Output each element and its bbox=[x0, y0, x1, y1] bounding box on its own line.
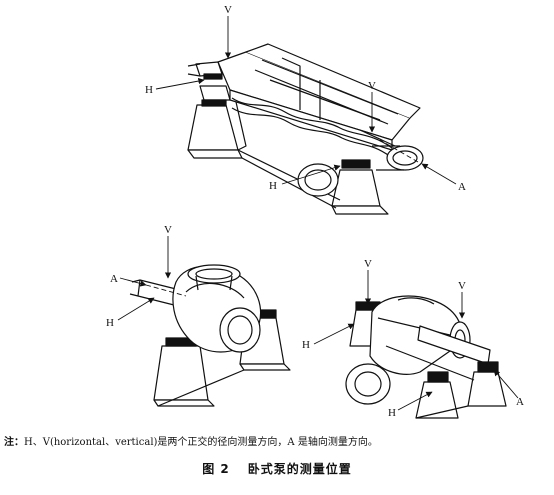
arrow-h-br-left bbox=[313, 323, 355, 345]
note-text: H、V(horizontal、vertical)是两个正交的径向测量方向，A 是… bbox=[24, 437, 378, 448]
pump-top-drawing bbox=[187, 43, 424, 215]
label-v-br-right: V bbox=[458, 280, 466, 292]
arrow-h-top-bottom bbox=[281, 164, 341, 185]
label-v-bl: V bbox=[164, 224, 172, 236]
label-h-top-left: H bbox=[145, 84, 153, 96]
figure-number: 图 2 bbox=[202, 462, 230, 476]
label-a-bl: A bbox=[110, 273, 118, 285]
label-h-br-bottom: H bbox=[388, 407, 396, 419]
pump-top-arrows bbox=[155, 16, 457, 185]
arrow-h-top-left bbox=[155, 77, 205, 90]
figure-title: 卧式泵的测量位置 bbox=[247, 462, 352, 476]
note-label: 注： bbox=[4, 437, 24, 448]
pump-bottom-left-drawing bbox=[129, 264, 291, 407]
label-v-top-left: V bbox=[224, 4, 232, 16]
pump-bottom-left-labels: V A H bbox=[106, 224, 172, 329]
arrow-h-br-bottom bbox=[397, 391, 433, 411]
pump-top-labels: V H V H A bbox=[145, 4, 466, 193]
label-v-top-right: V bbox=[368, 80, 376, 92]
arrow-h-bl bbox=[117, 297, 155, 321]
pump-bottom-right-labels: V H V H A bbox=[302, 258, 524, 419]
pump-measurement-figure: V H V H A V A H bbox=[106, 4, 524, 419]
label-h-bl: H bbox=[106, 317, 114, 329]
pump-bottom-right-arrows bbox=[313, 270, 519, 411]
figure-note: 注：H、V(horizontal、vertical)是两个正交的径向测量方向，A… bbox=[4, 436, 552, 450]
pump-bottom-left-arrows bbox=[117, 236, 187, 321]
label-v-br-left: V bbox=[364, 258, 372, 270]
label-h-br-left: H bbox=[302, 339, 310, 351]
arrow-a-br-right bbox=[493, 369, 519, 399]
arrow-a-bl bbox=[119, 277, 147, 287]
label-a-top-right: A bbox=[458, 181, 466, 193]
label-h-top-bottom: H bbox=[269, 180, 277, 192]
arrow-a-top-right bbox=[421, 163, 457, 185]
pump-bottom-right-drawing bbox=[345, 295, 507, 419]
figure-caption: 图 2 卧式泵的测量位置 bbox=[0, 460, 554, 477]
label-a-br-right: A bbox=[516, 396, 524, 408]
